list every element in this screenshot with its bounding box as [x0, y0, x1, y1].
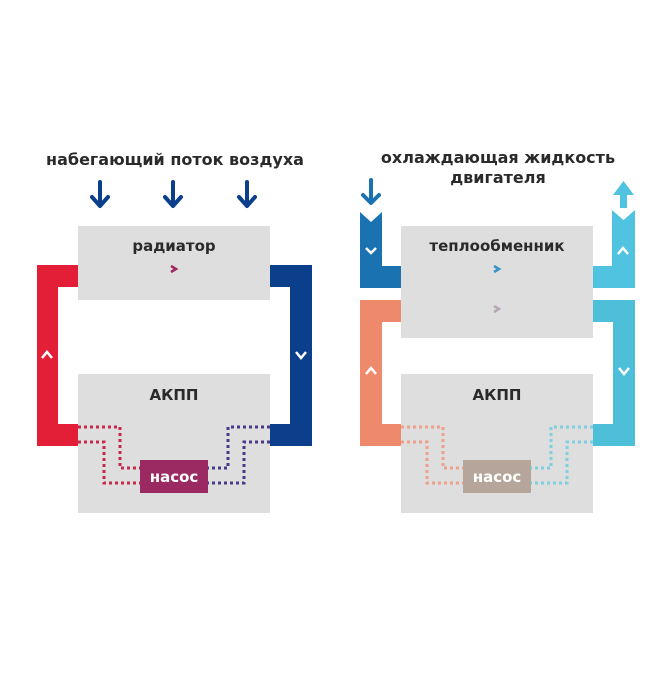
- heat-exchanger-label: теплообменник: [429, 237, 564, 255]
- akpp-label: АКПП: [473, 386, 522, 404]
- arrow-down-icon: [361, 178, 381, 205]
- cold-pipe: [270, 265, 312, 446]
- arrow-down-icon: [163, 180, 183, 208]
- chevron-right-icon: [493, 304, 502, 314]
- chevron-up-icon: [617, 246, 629, 255]
- radiator-label: радиатор: [132, 237, 216, 255]
- pump-box: [140, 460, 208, 493]
- radiator-box: [78, 226, 270, 300]
- left-diagram: набегающий поток воздуха радиатор АКПП: [37, 150, 312, 513]
- right-title-line1: охлаждающая жидкость: [381, 148, 615, 167]
- chevron-down-icon: [365, 247, 377, 255]
- arrow-up-icon: [613, 181, 634, 208]
- coolant-in-pipe: [360, 212, 401, 288]
- chevron-up-icon: [41, 350, 53, 359]
- arrow-down-icon: [237, 180, 257, 208]
- chevron-down-icon: [295, 351, 307, 360]
- chevron-up-icon: [365, 366, 377, 375]
- left-title: набегающий поток воздуха: [46, 150, 304, 169]
- akpp-flow-lines: [78, 425, 270, 485]
- hot-pipe: [360, 300, 401, 446]
- cold-pipe: [593, 300, 635, 446]
- akpp-flow-lines: [401, 425, 593, 485]
- coolant-out-pipe: [593, 210, 635, 288]
- chevron-right-icon: [493, 264, 502, 274]
- airflow-arrows: [90, 180, 257, 208]
- chevron-down-icon: [618, 367, 630, 376]
- akpp-label: АКПП: [150, 386, 199, 404]
- pump-label: насос: [150, 468, 199, 486]
- right-title-line2: двигателя: [450, 168, 546, 187]
- right-diagram: охлаждающая жидкость двигателя теплообме…: [360, 148, 635, 513]
- chevron-right-icon: [170, 264, 179, 274]
- atf-flow-lines: [401, 302, 593, 321]
- arrow-down-icon: [90, 180, 110, 208]
- pump-label: насос: [473, 468, 522, 486]
- hot-pipe: [37, 265, 78, 446]
- pump-box: [463, 460, 531, 493]
